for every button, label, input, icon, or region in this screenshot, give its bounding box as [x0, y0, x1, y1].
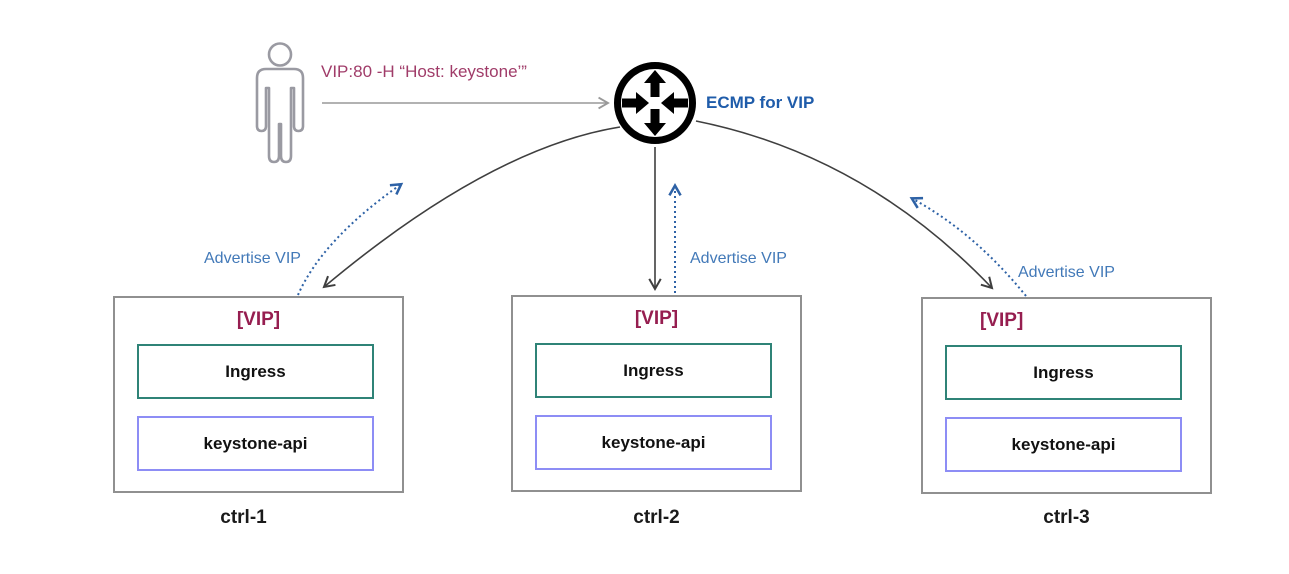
router-icon — [614, 62, 696, 144]
route-arrow-ctrl-1 — [322, 126, 621, 289]
keystone-api-box: keystone-api — [137, 416, 374, 471]
advertise-vip-label-ctrl-1: Advertise VIP — [204, 250, 301, 267]
ecmp-label: ECMP for VIP — [706, 93, 815, 112]
node-box-ctrl-3: [VIP] Ingress keystone-api — [921, 297, 1212, 494]
node-box-ctrl-2: [VIP] Ingress keystone-api — [511, 295, 802, 492]
advertise-vip-label-ctrl-2: Advertise VIP — [690, 250, 787, 267]
node-label-ctrl-1: ctrl-1 — [220, 507, 267, 528]
node-label-ctrl-2: ctrl-2 — [633, 507, 680, 528]
vip-label: [VIP] — [634, 308, 679, 329]
advertise-vip-label-ctrl-3: Advertise VIP — [1018, 264, 1115, 281]
ingress-box: Ingress — [137, 344, 374, 399]
advertise-arrow-ctrl-3 — [909, 196, 1027, 297]
request-label: VIP:80 -H “Host: keystone’” — [321, 62, 527, 81]
ingress-box: Ingress — [535, 343, 772, 398]
person-icon — [255, 42, 305, 164]
node-label-ctrl-3: ctrl-3 — [1043, 507, 1090, 528]
vip-label: [VIP] — [980, 310, 1024, 331]
advertise-arrow-ctrl-1 — [297, 182, 404, 296]
keystone-api-box: keystone-api — [945, 417, 1182, 472]
ingress-box: Ingress — [945, 345, 1182, 400]
route-arrow-ctrl-3 — [695, 120, 994, 290]
node-box-ctrl-1: [VIP] Ingress keystone-api — [113, 296, 404, 493]
keystone-api-box: keystone-api — [535, 415, 772, 470]
vip-label: [VIP] — [236, 309, 281, 330]
